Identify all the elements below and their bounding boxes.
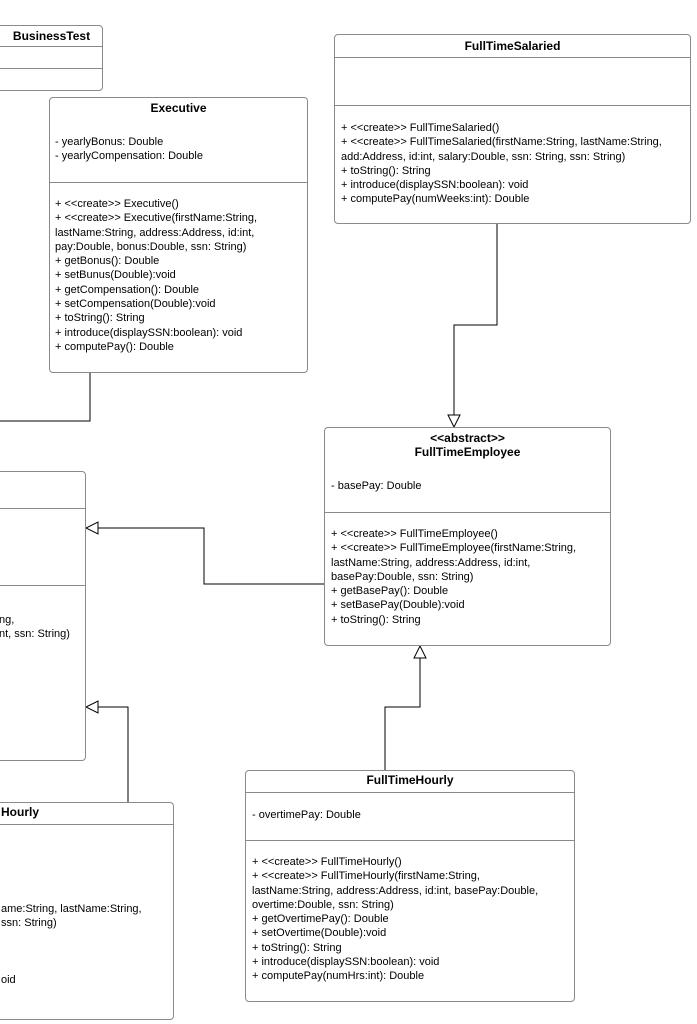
operation: lastName:String, address:Address, id:int… (55, 226, 255, 239)
class-executive: Executive - yearlyBonus: Double - yearly… (49, 97, 308, 373)
operation: add:Address, id:int, salary:Double, ssn:… (341, 150, 626, 163)
operation: basePay:Double, ssn: String) (331, 570, 474, 583)
operations-list: + <<create>> FullTimeHourly() + <<create… (246, 855, 574, 984)
operations-list: + <<create>> Executive() + <<create>> Ex… (50, 197, 307, 354)
divider (0, 824, 173, 825)
operation: + getCompensation(): Double (55, 283, 199, 296)
class-name-fragment: Hourly (1, 805, 40, 819)
operation: + setBunus(Double):void (55, 269, 176, 282)
attribute: - yearlyCompensation: Double (55, 150, 203, 163)
divider (0, 585, 85, 586)
class-partial-left: ng, nt, ssn: String) (0, 471, 86, 761)
class-name: FullTimeHourly (366, 773, 454, 787)
divider (0, 46, 102, 47)
operation: + <<create>> FullTimeHourly(firstName:St… (252, 870, 480, 883)
operation: + <<create>> FullTimeEmployee() (331, 528, 498, 540)
divider (50, 182, 307, 183)
operation: + setOvertime(Double):void (252, 927, 387, 940)
operation: + toString(): String (331, 613, 421, 626)
hourly-inheritance-arrowhead (413, 644, 427, 659)
operation: + toString(): String (252, 941, 342, 954)
operation: ng, (0, 614, 15, 626)
divider (0, 68, 102, 69)
operation: ame:String, lastName:String, (1, 903, 142, 915)
divider (325, 512, 610, 513)
operation: + getBonus(): Double (55, 255, 160, 268)
operation: + <<create>> Executive() (55, 198, 179, 210)
operation: + introduce(displaySSN:boolean): void (341, 179, 529, 192)
operation: + computePay(): Double (55, 340, 174, 353)
operation: + <<create>> Executive(firstName:String, (55, 212, 258, 225)
operation: + introduce(displaySSN:boolean): void (252, 956, 440, 969)
operation: + <<create>> FullTimeEmployee(firstName:… (331, 542, 577, 555)
divider (335, 105, 690, 106)
operation: + setBasePay(Double):void (331, 599, 465, 612)
divider (246, 840, 574, 841)
operation: + getOvertimePay(): Double (252, 913, 389, 926)
class-business-test: BusinessTest (0, 25, 103, 91)
executive-generalization-line (0, 372, 91, 422)
operation: nt, ssn: String) (0, 628, 70, 641)
employee-generalization-line (98, 527, 324, 585)
operation: + getBasePay(): Double (331, 585, 449, 598)
attribute: - yearlyBonus: Double (55, 136, 164, 148)
operations-list: + <<create>> FullTimeSalaried() + <<crea… (335, 121, 690, 207)
operation: oid (1, 974, 16, 986)
attribute: - basePay: Double (331, 480, 422, 492)
class-full-time-hourly: FullTimeHourly - overtimePay: Double + <… (245, 770, 575, 1002)
operation: + <<create>> FullTimeHourly() (252, 856, 402, 868)
hourly-generalization-line (384, 658, 421, 770)
class-full-time-employee: <<abstract>> FullTimeEmployee - basePay:… (324, 427, 611, 646)
operations-list: ng, nt, ssn: String) (0, 613, 85, 642)
operation: + computePay(numHrs:int): Double (252, 970, 425, 983)
class-partial-hourly: Hourly ame:String, lastName:String, ssn:… (0, 802, 174, 1020)
partial-hourly-generalization-line (98, 706, 129, 802)
operation: + <<create>> FullTimeSalaried(firstName:… (341, 136, 662, 149)
employee-inheritance-arrowhead (84, 521, 99, 535)
attributes-list: - overtimePay: Double (246, 808, 574, 822)
class-name: Executive (150, 101, 207, 115)
operation: + toString(): String (341, 164, 431, 177)
divider (246, 792, 574, 793)
operations-list: + <<create>> FullTimeEmployee() + <<crea… (325, 527, 610, 627)
operation: + <<create>> FullTimeSalaried() (341, 122, 500, 134)
attributes-list: - basePay: Double (325, 479, 610, 493)
divider (0, 508, 85, 509)
operation: lastName:String, address:Address, id:int… (331, 556, 531, 569)
operations-list: ame:String, lastName:String, ssn: String… (1, 902, 173, 931)
attributes-list: - yearlyBonus: Double - yearlyCompensati… (50, 135, 307, 164)
operations-list-tail: oid (1, 973, 173, 987)
class-name: FullTimeSalaried (464, 39, 561, 53)
partial-hourly-inheritance-arrowhead (84, 700, 99, 714)
operation: + setCompensation(Double):void (55, 298, 216, 311)
attribute: - overtimePay: Double (252, 809, 361, 821)
salaried-generalization-line (453, 224, 498, 415)
class-stereotype: <<abstract>> (430, 431, 505, 445)
class-name: BusinessTest (12, 29, 91, 43)
operation: ssn: String) (1, 917, 57, 930)
operation: lastName:String, address:Address, id:int… (252, 884, 539, 897)
salaried-inheritance-arrowhead (447, 414, 461, 429)
divider (335, 57, 690, 58)
operation: + toString(): String (55, 312, 145, 325)
class-full-time-salaried: FullTimeSalaried + <<create>> FullTimeSa… (334, 34, 691, 224)
operation: + introduce(displaySSN:boolean): void (55, 326, 243, 339)
operation: overtime:Double, ssn: String) (252, 898, 394, 911)
class-name: FullTimeEmployee (414, 445, 521, 459)
operation: pay:Double, bonus:Double, ssn: String) (55, 240, 247, 253)
operation: + computePay(numWeeks:int): Double (341, 193, 530, 206)
